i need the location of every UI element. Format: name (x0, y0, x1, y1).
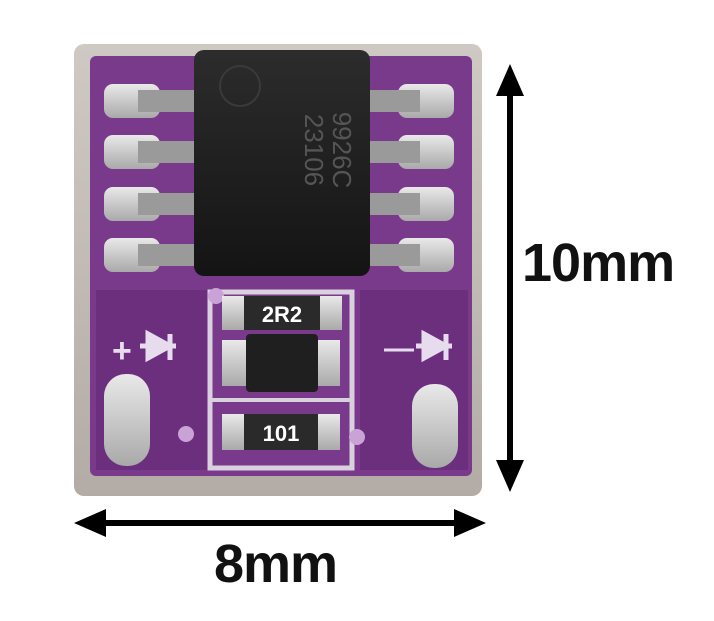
plus-symbol: + (112, 332, 132, 370)
width-dimension-label: 8mm (214, 534, 338, 594)
solder-pad-plus (104, 374, 150, 466)
minus-symbol: — (384, 332, 414, 365)
height-dimension-arrow (496, 64, 524, 492)
lead-right-2 (364, 141, 420, 163)
resistor-top: 2R2 (222, 296, 342, 330)
lead-left-4 (138, 244, 194, 266)
width-dimension-arrow (74, 509, 486, 537)
height-arrow-head-bottom (496, 460, 524, 492)
height-arrow-head-top (496, 64, 524, 96)
diode-pad-right (314, 340, 340, 386)
chip-marking-line2: 23106 (299, 114, 329, 186)
chip-marking-line1: 9926C (327, 112, 357, 189)
resistor-top-pad-right (320, 296, 342, 330)
diode-body (246, 334, 318, 392)
resistor-bottom-pad-left (222, 414, 244, 450)
resistor-top-body (244, 296, 320, 330)
height-dimension-label: 10mm (522, 233, 675, 293)
solder-pad-minus (412, 384, 458, 468)
diode-symbol-left (140, 329, 176, 363)
pin1-dimple (219, 65, 261, 107)
right-pads (364, 84, 454, 272)
silk-polarity-left: + (112, 329, 176, 370)
lead-right-3 (364, 193, 420, 215)
ic-chip: 9926C 23106 (194, 50, 370, 276)
via-1 (208, 288, 224, 304)
lead-left-2 (138, 141, 194, 163)
lead-right-1 (364, 90, 420, 112)
diode-pad-left (222, 340, 248, 386)
resistor-bottom-body (244, 414, 318, 450)
diode-symbol-right (416, 329, 452, 363)
via-3 (349, 429, 365, 445)
width-arrow-head-left (74, 509, 106, 537)
lead-left-1 (138, 90, 194, 112)
resistor-top-marking: 2R2 (262, 302, 302, 327)
via-2 (178, 426, 194, 442)
resistor-bottom: 101 (222, 414, 340, 450)
left-pads (104, 84, 194, 272)
resistor-top-pad-left (222, 296, 244, 330)
ic-marking: 9926C 23106 (299, 112, 357, 189)
resistor-bottom-marking: 101 (263, 421, 300, 446)
lead-left-3 (138, 193, 194, 215)
lead-right-4 (364, 244, 420, 266)
width-arrow-head-right (454, 509, 486, 537)
resistor-bottom-pad-right (318, 414, 340, 450)
silk-polarity-right: — (384, 329, 452, 365)
silkscreen-outline (207, 289, 355, 471)
diode (222, 334, 340, 392)
